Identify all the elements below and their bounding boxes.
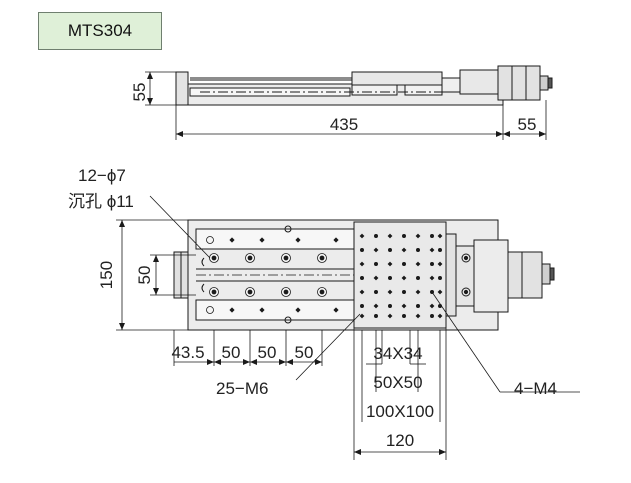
- pitch-label-2: 50: [258, 343, 277, 362]
- table-tapped-hole: [429, 303, 435, 309]
- table-tapped-hole: [437, 289, 443, 295]
- side-view: [145, 65, 553, 140]
- table-tapped-hole: [415, 261, 421, 267]
- table-dowel-hole: [401, 261, 406, 266]
- tapped-holes-label: 4−M4: [514, 379, 557, 398]
- rail-fastener: [229, 307, 235, 313]
- table-dowel-hole: [387, 275, 392, 280]
- table-tapped-hole: [387, 289, 393, 295]
- hole-pattern: [206, 233, 443, 319]
- table-tapped-hole: [359, 289, 365, 295]
- table-tapped-hole: [387, 233, 393, 239]
- top-motor: [507, 251, 543, 299]
- top-width-label: 150: [97, 261, 116, 289]
- table-tapped-hole: [359, 313, 365, 319]
- table-dowel-hole: [387, 303, 392, 308]
- table-dowel-hole: [429, 313, 434, 318]
- mount-hole: [319, 289, 325, 295]
- mount-hole: [319, 255, 325, 261]
- side-height-label: 55: [130, 83, 149, 102]
- table-width-label: 120: [386, 431, 414, 450]
- table-tapped-hole: [429, 275, 435, 281]
- rail-fastener: [259, 237, 265, 243]
- mount-holes-label: 12−ϕ7: [78, 166, 126, 185]
- table-dowel-hole: [359, 275, 364, 280]
- table-dowel-hole: [437, 275, 442, 280]
- table-dowel-hole: [359, 247, 364, 252]
- table-tapped-hole: [401, 275, 407, 281]
- carriage-width-label: 50: [135, 266, 154, 285]
- side-motor-block: [459, 69, 499, 95]
- table-tapped-hole: [415, 313, 421, 319]
- table-tapped-hole: [401, 247, 407, 253]
- offset-label: 43.5: [171, 343, 204, 362]
- table-tapped-hole: [437, 313, 443, 319]
- mount-hole: [247, 255, 253, 261]
- table-dowel-hole: [387, 247, 392, 252]
- table-dowel-hole: [415, 303, 420, 308]
- mount-hole: [247, 289, 253, 295]
- table-dowel-hole: [373, 233, 378, 238]
- pitch-label-3: 50: [295, 343, 314, 362]
- table-dowel-hole: [401, 289, 406, 294]
- top-rail-upper: [195, 228, 355, 250]
- pitch-label-1: 50: [222, 343, 241, 362]
- top-table: [353, 221, 447, 329]
- table-tapped-hole: [373, 275, 379, 281]
- table-dowel-hole: [437, 247, 442, 252]
- mount-hole: [211, 289, 217, 295]
- rail-fastener: [295, 237, 301, 243]
- side-end-plate-left: [175, 71, 189, 106]
- table-tapped-hole: [373, 247, 379, 253]
- table-tapped-hole: [437, 261, 443, 267]
- model-badge: MTS304: [38, 12, 162, 50]
- side-length-label: 435: [330, 115, 358, 134]
- mount-hole: [211, 255, 217, 261]
- rail-fastener: [333, 237, 339, 243]
- table-dowel-hole: [373, 313, 378, 318]
- grid-small-label: 34X34: [373, 344, 422, 363]
- table-tapped-hole: [387, 261, 393, 267]
- table-dowel-hole: [373, 261, 378, 266]
- table-tapped-hole: [387, 313, 393, 319]
- width-dimensions: [116, 219, 196, 331]
- side-motor-length-label: 55: [518, 115, 537, 134]
- table-dowel-hole: [415, 275, 420, 280]
- table-dowel-hole: [401, 313, 406, 318]
- table-tapped-hole: [429, 247, 435, 253]
- side-motor: [497, 65, 541, 101]
- grid-mid-label: 50X50: [373, 373, 422, 392]
- table-dowel-hole: [359, 303, 364, 308]
- grid-dimensions: [353, 328, 447, 460]
- table-tapped-hole: [373, 303, 379, 309]
- top-rail-lower: [195, 299, 355, 321]
- table-tapped-hole: [415, 289, 421, 295]
- leader-lines: [149, 195, 580, 393]
- table-dowel-hole: [373, 289, 378, 294]
- mount-hole: [283, 289, 289, 295]
- table-dowel-hole: [429, 233, 434, 238]
- table-tapped-hole: [437, 233, 443, 239]
- table-tapped-hole: [415, 233, 421, 239]
- mount-hole: [283, 255, 289, 261]
- rail-fastener: [295, 307, 301, 313]
- table-dowel-hole: [401, 233, 406, 238]
- table-tapped-hole: [359, 261, 365, 267]
- rail-fastener: [229, 237, 235, 243]
- pitch-dimensions: [173, 330, 323, 366]
- top-view: [173, 219, 555, 331]
- table-dowel-hole: [429, 261, 434, 266]
- threaded-holes-label: 25−M6: [216, 379, 268, 398]
- table-dowel-hole: [415, 247, 420, 252]
- mount-hole-end: [206, 306, 214, 314]
- table-tapped-hole: [359, 233, 365, 239]
- rail-fastener: [259, 307, 265, 313]
- rail-fastener: [333, 307, 339, 313]
- mount-hole-end: [206, 236, 214, 244]
- counterbore-label: 沉孔 ϕ11: [68, 192, 134, 211]
- side-carriage: [351, 71, 443, 86]
- table-tapped-hole: [401, 303, 407, 309]
- grid-large-label: 100X100: [366, 402, 434, 421]
